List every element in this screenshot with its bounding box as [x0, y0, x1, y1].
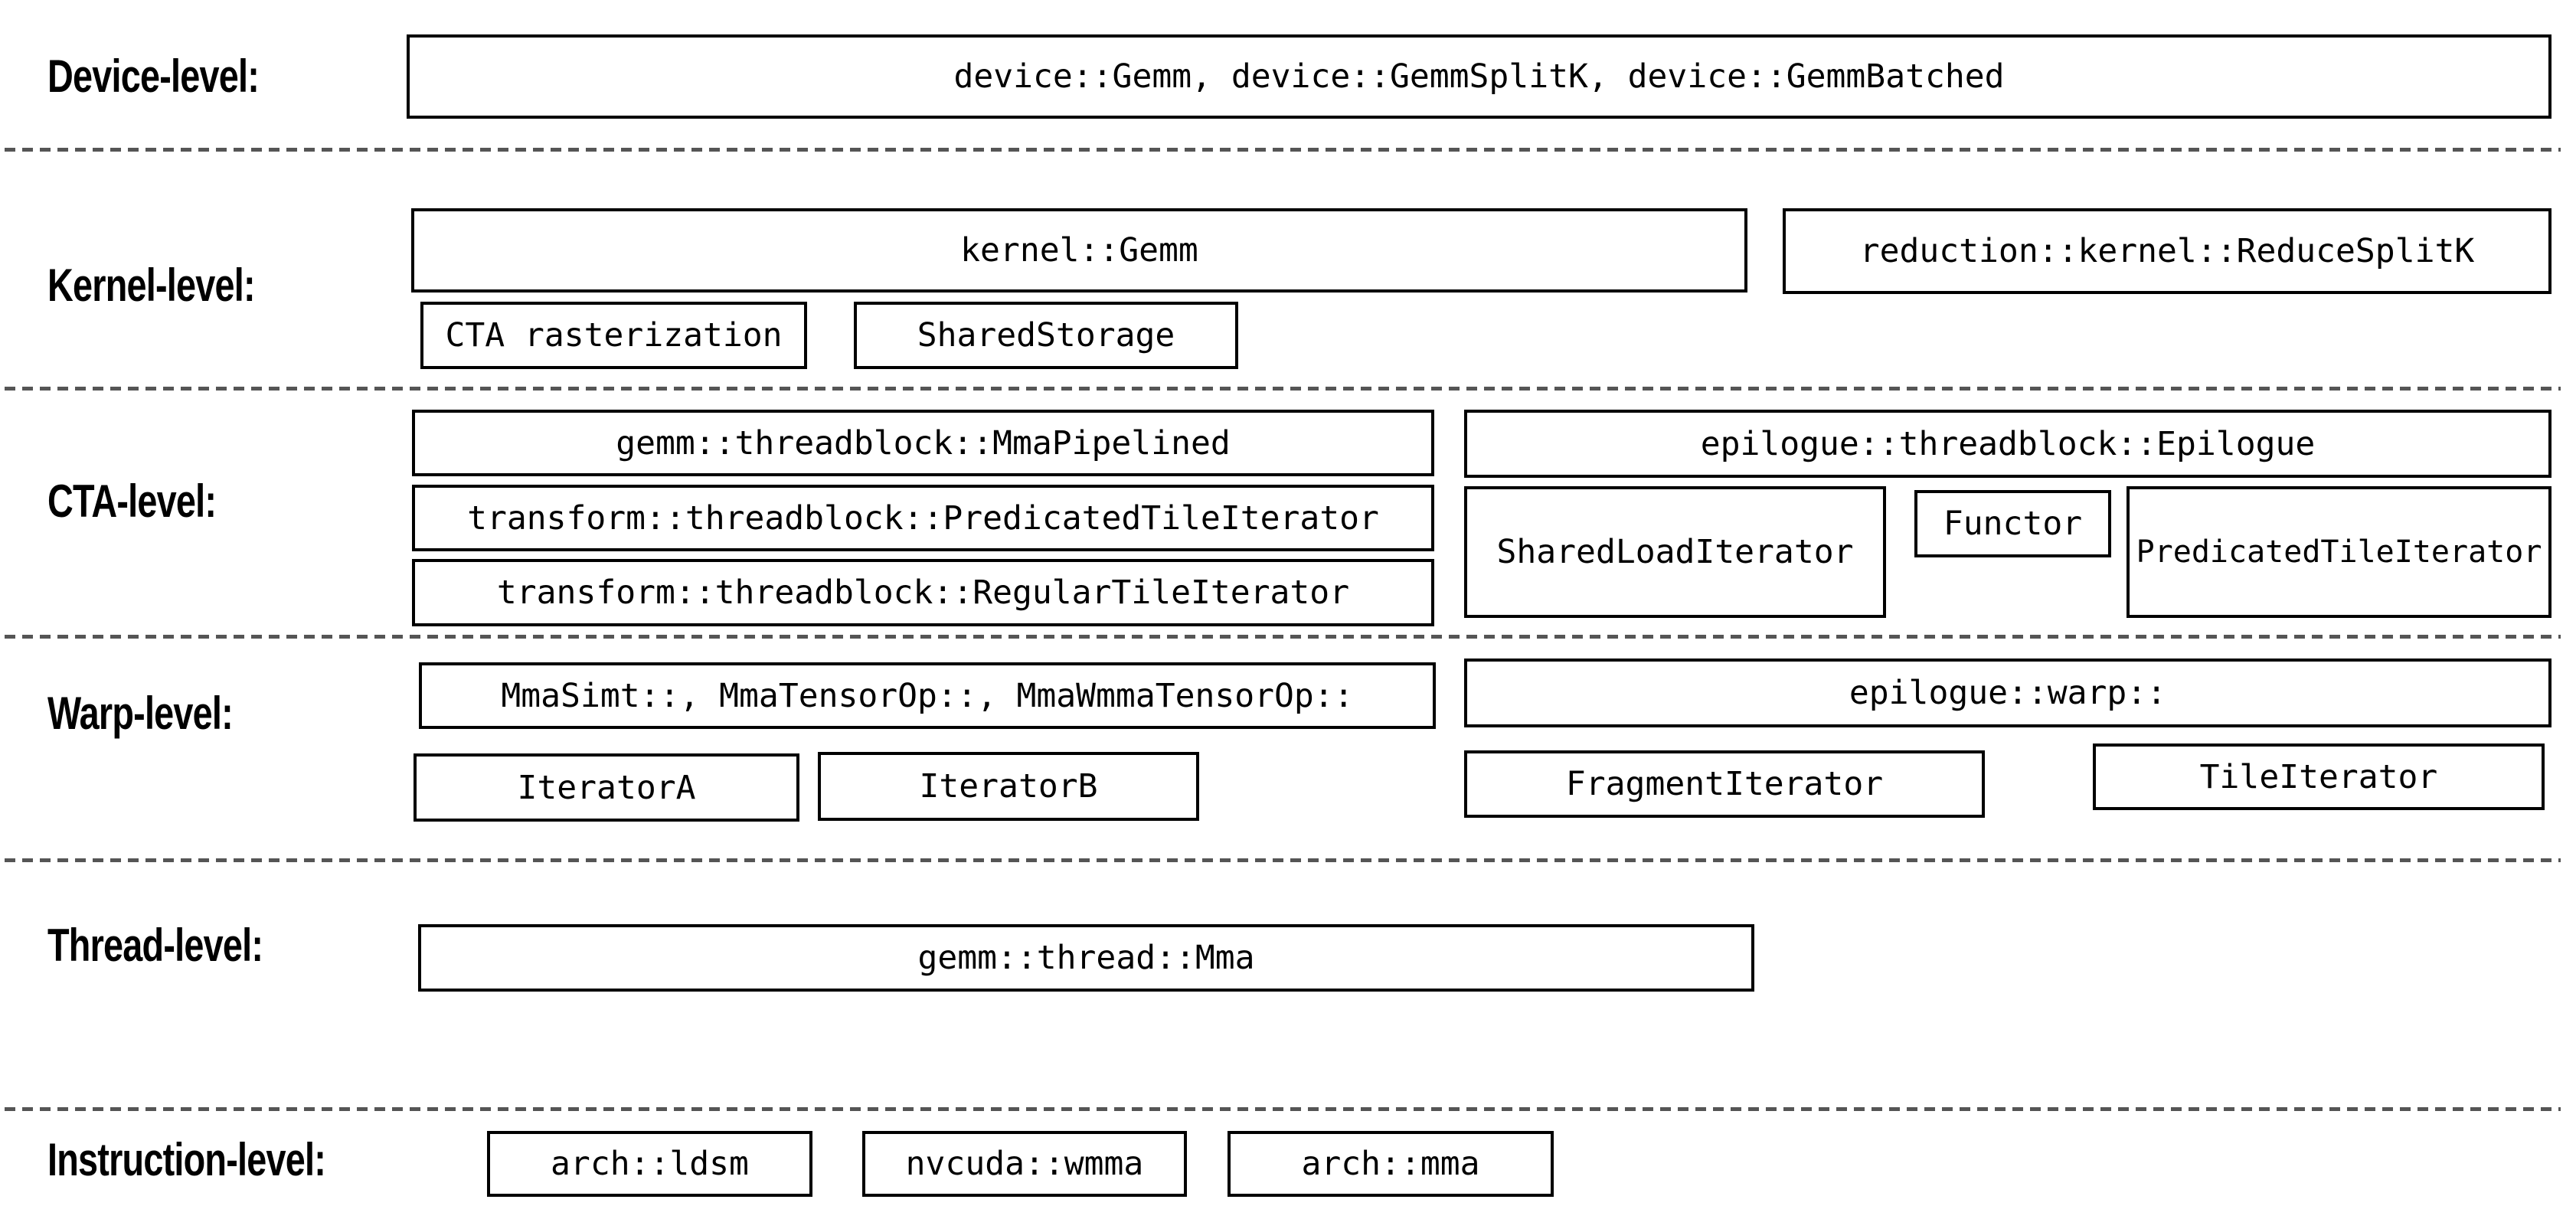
level-label-instruction: Instruction-level: [47, 1134, 326, 1185]
separator-kernel-cta [5, 387, 2561, 391]
level-label-cta: CTA-level: [47, 476, 217, 527]
box-epilogue-predicated-tile-iterator: PredicatedTileIterator [2127, 486, 2551, 618]
separator-thread-instruction [5, 1107, 2561, 1111]
level-label-warp: Warp-level: [47, 688, 234, 739]
box-device-gemm: device::Gemm, device::GemmSplitK, device… [407, 34, 2551, 119]
box-arch-mma: arch::mma [1228, 1131, 1554, 1197]
level-label-kernel: Kernel-level: [47, 260, 256, 311]
box-shared-storage: SharedStorage [854, 302, 1238, 369]
box-warp-mma-variants: MmaSimt::, MmaTensorOp::, MmaWmmaTensorO… [419, 662, 1436, 729]
separator-cta-warp [5, 635, 2561, 639]
separator-device-kernel [5, 148, 2561, 152]
box-iterator-b: IteratorB [818, 752, 1199, 821]
box-threadblock-regular-tile-iterator: transform::threadblock::RegularTileItera… [412, 559, 1434, 626]
level-label-thread: Thread-level: [47, 920, 263, 971]
box-fragment-iterator: FragmentIterator [1464, 750, 1985, 818]
box-threadblock-predicated-tile-iterator: transform::threadblock::PredicatedTileIt… [412, 485, 1434, 551]
box-threadblock-mma-pipelined: gemm::threadblock::MmaPipelined [412, 410, 1434, 476]
box-functor: Functor [1914, 490, 2111, 557]
box-kernel-gemm: kernel::Gemm [411, 208, 1747, 292]
box-cta-rasterization: CTA rasterization [420, 302, 807, 369]
box-nvcuda-wmma: nvcuda::wmma [862, 1131, 1187, 1197]
box-arch-ldsm: arch::ldsm [487, 1131, 812, 1197]
box-tile-iterator: TileIterator [2093, 743, 2545, 810]
box-epilogue-warp: epilogue::warp:: [1464, 659, 2551, 727]
box-reduction-kernel-reduce-splitk: reduction::kernel::ReduceSplitK [1783, 208, 2551, 294]
box-thread-mma: gemm::thread::Mma [418, 924, 1754, 992]
separator-warp-thread [5, 858, 2561, 862]
box-shared-load-iterator: SharedLoadIterator [1464, 486, 1886, 618]
level-label-device: Device-level: [47, 51, 260, 102]
box-threadblock-epilogue: epilogue::threadblock::Epilogue [1464, 410, 2551, 478]
box-iterator-a: IteratorA [414, 753, 799, 822]
